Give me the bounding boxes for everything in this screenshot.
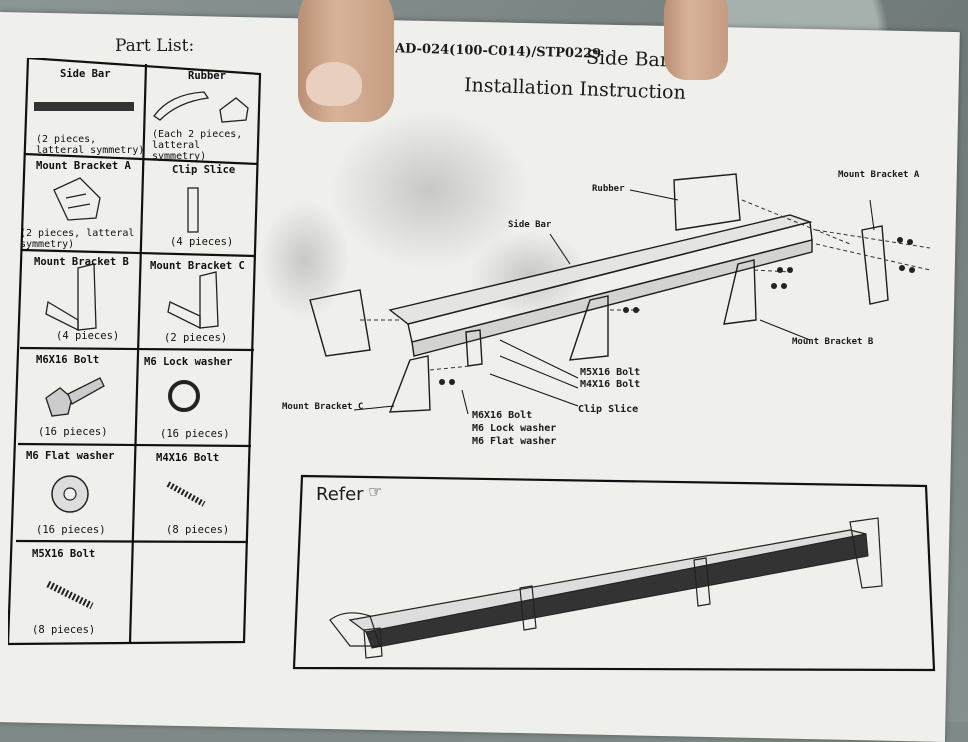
pointing-hand-icon: ☞ [368, 482, 383, 501]
part-name: M6 Flat washer [26, 450, 115, 462]
finger [664, 0, 728, 80]
part-cell-m4x16-bolt: M4X16 Bolt (8 pieces) [136, 448, 248, 540]
part-qty: (16 pieces) [36, 524, 106, 536]
refer-label: Refer [316, 484, 364, 505]
instruction-sheet: Part List: AD-024(100-C014)/STP0229 Side… [0, 12, 960, 742]
m6-flat-washer-part-image [51, 475, 89, 513]
part-cell-mount-bracket-a: Mount Bracket A (2 pieces, latteral symm… [20, 156, 142, 250]
callout-mount-bracket-a: Mount Bracket A [838, 170, 920, 180]
callout-m6-flat-washer: M6 Flat washer [472, 436, 557, 447]
mount-bracket-b-part-image [45, 263, 97, 332]
part-cell-mount-bracket-b: Mount Bracket B (4 pieces) [24, 252, 140, 346]
part-cell-rubber: Rubber (Each 2 pieces, latteral symmetry… [148, 66, 256, 162]
part-list-title: Part List: [115, 36, 195, 56]
rubber-diagram [673, 173, 741, 231]
part-cell-clip-slice: Clip Slice (4 pieces) [144, 160, 252, 252]
part-name: Side Bar [60, 68, 111, 80]
part-name: Clip Slice [172, 164, 236, 176]
assembled-side-bar-illustration [329, 517, 883, 659]
callout-m5x16-bolt: M5X16 Bolt [580, 367, 641, 378]
callout-m6x16-bolt: M6X16 Bolt [472, 410, 533, 421]
part-qty: (8 pieces) [166, 524, 230, 536]
parts-table: Side Bar (2 pieces, latteral symmetry) R… [8, 58, 264, 648]
sheet-title-line1: Side Bar [585, 46, 670, 72]
part-qty: (4 pieces) [56, 330, 120, 342]
part-cell-m6-flat-washer: M6 Flat washer (16 pieces) [20, 446, 134, 540]
part-cell-m5x16-bolt: M5X16 Bolt (8 pieces) [18, 544, 130, 640]
end-cap-left [309, 289, 371, 357]
part-name: M6X16 Bolt [36, 354, 100, 366]
part-name: Rubber [188, 70, 226, 82]
rubber-part-image [153, 91, 249, 123]
part-name: Mount Bracket A [36, 160, 131, 172]
toner-smudge [330, 110, 530, 270]
part-cell-m6x16-bolt: M6X16 Bolt (16 pieces) [22, 350, 136, 442]
callout-side-bar: Side Bar [508, 220, 552, 230]
part-name: M5X16 Bolt [32, 548, 96, 560]
side-bar-part-image [34, 102, 134, 111]
part-cell-side-bar: Side Bar (2 pieces, latteral symmetry) [30, 64, 144, 156]
callout-rubber: Rubber [592, 184, 625, 194]
part-qty: (2 pieces, latteral symmetry) [36, 134, 145, 156]
mount-bracket-c-part-image [167, 271, 219, 330]
mount-bracket-a-part-image [53, 177, 101, 221]
part-qty: (2 pieces) [164, 332, 228, 344]
mount-bracket-b-diagram [568, 295, 609, 361]
part-name: Mount Bracket B [34, 256, 129, 268]
part-name: Mount Bracket C [150, 260, 245, 272]
m6-lock-washer-part-image [168, 380, 200, 412]
refer-box [292, 474, 936, 672]
thumbnail [306, 62, 362, 106]
callout-mount-bracket-c: Mount Bracket C [282, 402, 364, 412]
part-name: M4X16 Bolt [156, 452, 220, 464]
callout-m6-lock-washer: M6 Lock washer [472, 423, 557, 434]
part-cell-m6-lock-washer: M6 Lock washer (16 pieces) [138, 352, 250, 444]
part-qty: (2 pieces, latteral symmetry) [20, 228, 135, 250]
parts-grid [8, 58, 262, 646]
part-qty: (16 pieces) [38, 426, 108, 438]
m5x16-bolt-part-image [46, 580, 94, 610]
clip-slice-diagram [465, 329, 483, 367]
callout-clip-slice: Clip Slice [578, 404, 639, 415]
mount-bracket-a-diagram [861, 225, 889, 305]
part-qty: (16 pieces) [160, 428, 230, 440]
clip-slice-part-image [187, 187, 199, 233]
part-qty: (Each 2 pieces, latteral symmetry) [152, 129, 243, 162]
toner-smudge [260, 200, 350, 320]
callout-mount-bracket-b: Mount Bracket B [792, 337, 874, 347]
part-name: M6 Lock washer [144, 356, 233, 368]
mount-bracket-b-diagram [723, 259, 757, 325]
part-qty: (4 pieces) [170, 236, 234, 248]
assembly-diagram [309, 173, 931, 415]
part-qty: (8 pieces) [32, 624, 96, 636]
callout-m4x16-bolt: M4X16 Bolt [580, 379, 641, 390]
mount-bracket-c-diagram [388, 355, 431, 413]
part-cell-mount-bracket-c: Mount Bracket C (2 pieces) [142, 256, 252, 348]
m6x16-bolt-part-image [45, 377, 105, 417]
m4x16-bolt-part-image [166, 481, 206, 507]
